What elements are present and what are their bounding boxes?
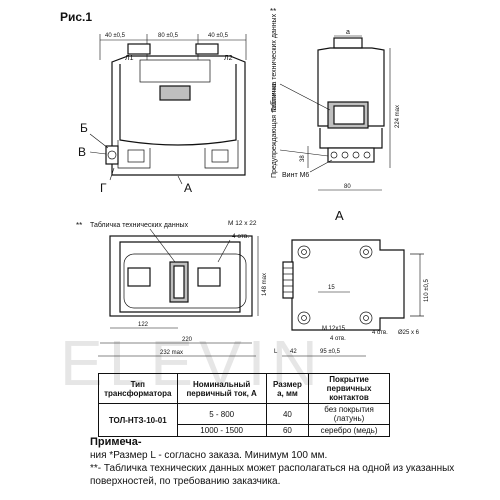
front-dim-middle: 80 ±0,5	[158, 33, 179, 39]
side-label-nameplate: Табличка технических данных	[270, 13, 278, 112]
col-coating: Покрытие первичных контактов	[308, 373, 390, 404]
terminal-l1: Л1	[125, 55, 134, 62]
base-dim-l: L	[274, 349, 278, 355]
cell-current: 1000 - 1500	[176, 424, 267, 437]
table-row: ТОЛ-НТЗ-10-01 5 - 800 40 без покрытия (л…	[98, 403, 390, 437]
base-label-thread: М 12х15	[322, 326, 346, 332]
col-type: Тип трансформатора	[98, 373, 178, 404]
side-label-warning: Предупреждающая табличка	[270, 83, 278, 178]
plan-dim-height: 148 max	[262, 273, 268, 296]
base-dim-42: 42	[290, 349, 297, 355]
cell-coating: без покрытия (латунь)	[308, 403, 390, 425]
plan-dim-220: 220	[182, 337, 193, 343]
front-view: 40 ±0,5 80 ±0,5 40 ±0,5 Л1 Л2 Б В Г А	[78, 33, 247, 195]
side-note-mark: **	[270, 7, 276, 16]
side-dim-a: а	[346, 29, 350, 36]
cell-type: ТОЛ-НТЗ-10-01	[98, 403, 178, 437]
plan-note-mark: **	[76, 221, 82, 230]
letter-b: Б	[80, 121, 88, 135]
side-dim-height: 224 max	[395, 105, 401, 128]
spec-table: Тип трансформатора Номинальный первичный…	[98, 373, 390, 437]
terminal-l2: Л2	[224, 55, 233, 62]
letter-g: Г	[100, 181, 107, 195]
notes-title: Примеча-	[90, 436, 142, 448]
side-dim-80: 80	[344, 184, 351, 190]
letter-a: А	[184, 181, 192, 195]
cell-size: 60	[265, 424, 310, 437]
notes-line-2: **- Табличка технических данных может ра…	[90, 463, 455, 487]
notes-line-1-text: Размер L - согласно заказа. Минимум 100 …	[113, 450, 328, 461]
side-view: а 224 max ** Табличка технических данных…	[270, 7, 401, 191]
plan-view: ** Табличка технических данных М 12 х 22…	[76, 220, 268, 357]
notes-line-1: ния *Размер L - согласно заказа. Минимум…	[90, 449, 495, 462]
view-a-label: А	[335, 208, 344, 223]
notes-mark: ния *	[90, 450, 114, 461]
plan-dim-232: 232 max	[160, 350, 183, 356]
cell-current: 5 - 800	[176, 403, 267, 425]
side-label-screw: Винт М6	[282, 172, 309, 179]
front-dim-right: 40 ±0,5	[208, 33, 229, 39]
table-row: 1000 - 1500 60 серебро (медь)	[99, 424, 390, 437]
front-dim-left: 40 ±0,5	[105, 33, 126, 39]
cell-coating: серебро (медь)	[308, 424, 390, 437]
base-dim-15: 15	[328, 285, 335, 291]
plan-label-nameplate: Табличка технических данных	[90, 221, 189, 229]
base-label-holes: 4 отв.	[330, 336, 346, 342]
plan-label-thread: М 12 х 22	[228, 220, 257, 227]
notes: Примеча- ния *Размер L - согласно заказа…	[90, 436, 495, 488]
col-size: Размер а, мм	[265, 373, 310, 404]
base-dim-95: 95 ±0,5	[320, 349, 341, 355]
cell-size: 40	[265, 403, 310, 425]
base-label-holes-2: 4 отв.	[372, 330, 388, 336]
plan-dim-122: 122	[138, 322, 149, 328]
base-label-bore: Ø25 х 6	[398, 330, 420, 336]
col-current: Номинальный первичный ток, А	[176, 373, 267, 404]
figure-title: Рис.1	[60, 10, 92, 24]
letter-v: В	[78, 145, 86, 159]
base-dim-110: 110 ±0,5	[424, 278, 430, 302]
base-view: 110 ±0,5 15 М 12х15 4 отв. 4 отв. Ø25 х …	[274, 239, 430, 357]
side-dim-38: 38	[300, 155, 306, 162]
